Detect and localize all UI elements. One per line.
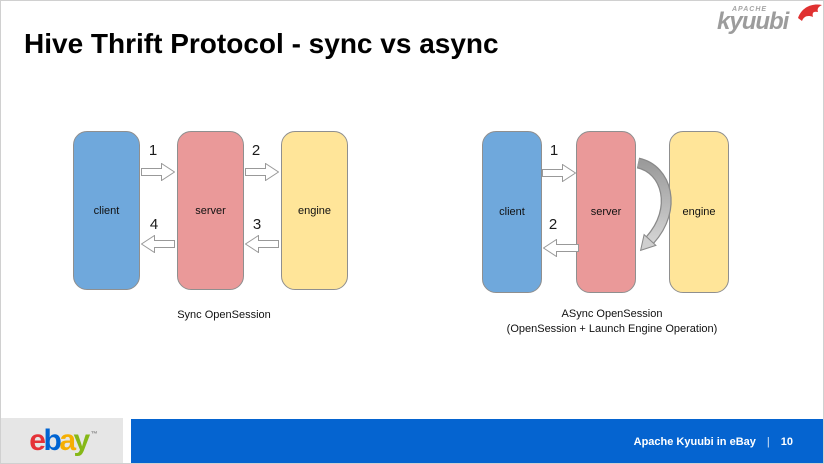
kyuubi-logo-apache-text: APACHE bbox=[732, 6, 768, 13]
async-step-2-label: 2 bbox=[548, 216, 558, 233]
arrow-right-icon bbox=[245, 163, 279, 181]
async-client-box: client bbox=[482, 131, 542, 293]
arrow-right-icon bbox=[141, 163, 175, 181]
ebay-trademark: ™ bbox=[90, 431, 98, 438]
sync-server-label: server bbox=[195, 204, 226, 217]
page-title: Hive Thrift Protocol - sync vs async bbox=[24, 28, 499, 59]
footer-separator: | bbox=[766, 436, 770, 448]
ebay-letter-b: b bbox=[43, 424, 61, 457]
sync-client-box: client bbox=[73, 131, 140, 290]
sync-step-2-label: 2 bbox=[251, 142, 261, 159]
arrow-left-icon bbox=[245, 235, 279, 253]
arrow-left-icon bbox=[141, 235, 175, 253]
async-engine-label: engine bbox=[682, 206, 716, 218]
footer-page-number: 10 bbox=[780, 436, 793, 448]
arrow-right-icon bbox=[542, 164, 576, 182]
async-caption-line2: (OpenSession + Launch Engine Operation) bbox=[506, 323, 718, 335]
async-server-box: server bbox=[576, 131, 636, 293]
sync-client-label: client bbox=[93, 204, 120, 217]
async-engine-box: engine bbox=[669, 131, 729, 293]
curved-arrow-icon bbox=[636, 157, 672, 252]
async-step-1-label: 1 bbox=[549, 142, 559, 159]
kyuubi-logo-wordmark: kyuubi bbox=[717, 8, 789, 35]
ebay-letter-y: y bbox=[73, 424, 91, 457]
sync-caption: Sync OpenSession bbox=[177, 309, 271, 321]
sync-server-box: server bbox=[177, 131, 244, 290]
async-caption: ASync OpenSession (OpenSession + Launch … bbox=[462, 307, 762, 337]
ebay-letter-a: a bbox=[59, 424, 76, 457]
async-caption-line1: ASync OpenSession bbox=[561, 308, 663, 320]
sync-engine-label: engine bbox=[297, 204, 332, 217]
kyuubi-red-flame-icon bbox=[798, 4, 822, 21]
arrow-left-icon bbox=[543, 239, 579, 257]
sync-step-3-label: 3 bbox=[252, 216, 262, 233]
async-server-label: server bbox=[590, 206, 622, 218]
sync-step-1-label: 1 bbox=[148, 142, 158, 159]
sync-step-4-label: 4 bbox=[149, 216, 159, 233]
async-client-label: client bbox=[499, 206, 525, 218]
ebay-letter-e: e bbox=[29, 424, 46, 457]
footer-deck-title: Apache Kyuubi in eBay bbox=[633, 436, 756, 448]
sync-engine-box: engine bbox=[281, 131, 348, 290]
kyuubi-logo: APACHE kyuubi bbox=[695, 3, 823, 39]
footer-bar: Apache Kyuubi in eBay | 10 bbox=[131, 419, 823, 463]
